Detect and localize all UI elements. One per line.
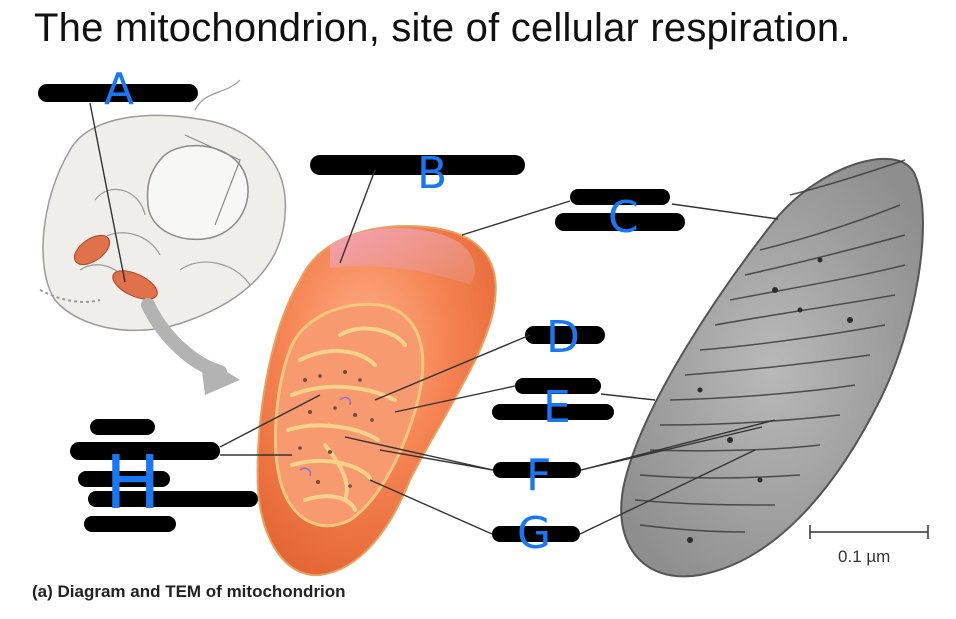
handwritten-letter-f: F [526,450,551,501]
handwritten-letter-e: E [543,382,571,433]
handwritten-letter-b: B [417,148,447,199]
scale-bar [809,525,929,539]
tem-micrograph [620,157,924,578]
handwritten-letter-c: C [608,192,639,243]
cell-sketch [39,79,287,395]
figure-caption: (a) Diagram and TEM of mitochondrion [32,582,346,601]
redaction-bars [38,84,685,542]
scale-bar-label: 0.1 µm [838,547,891,566]
handwritten-letter-g: G [517,508,551,559]
handwritten-letter-h: H [105,440,161,526]
mitochondrion-cutaway [256,224,497,577]
handwritten-letter-a: A [104,64,134,115]
handwritten-letter-d: D [546,312,580,363]
handwritten-labels: A B C D E F G H [104,64,639,559]
leader-lines [89,102,779,535]
page-title: The mitochondrion, site of cellular resp… [34,6,851,50]
